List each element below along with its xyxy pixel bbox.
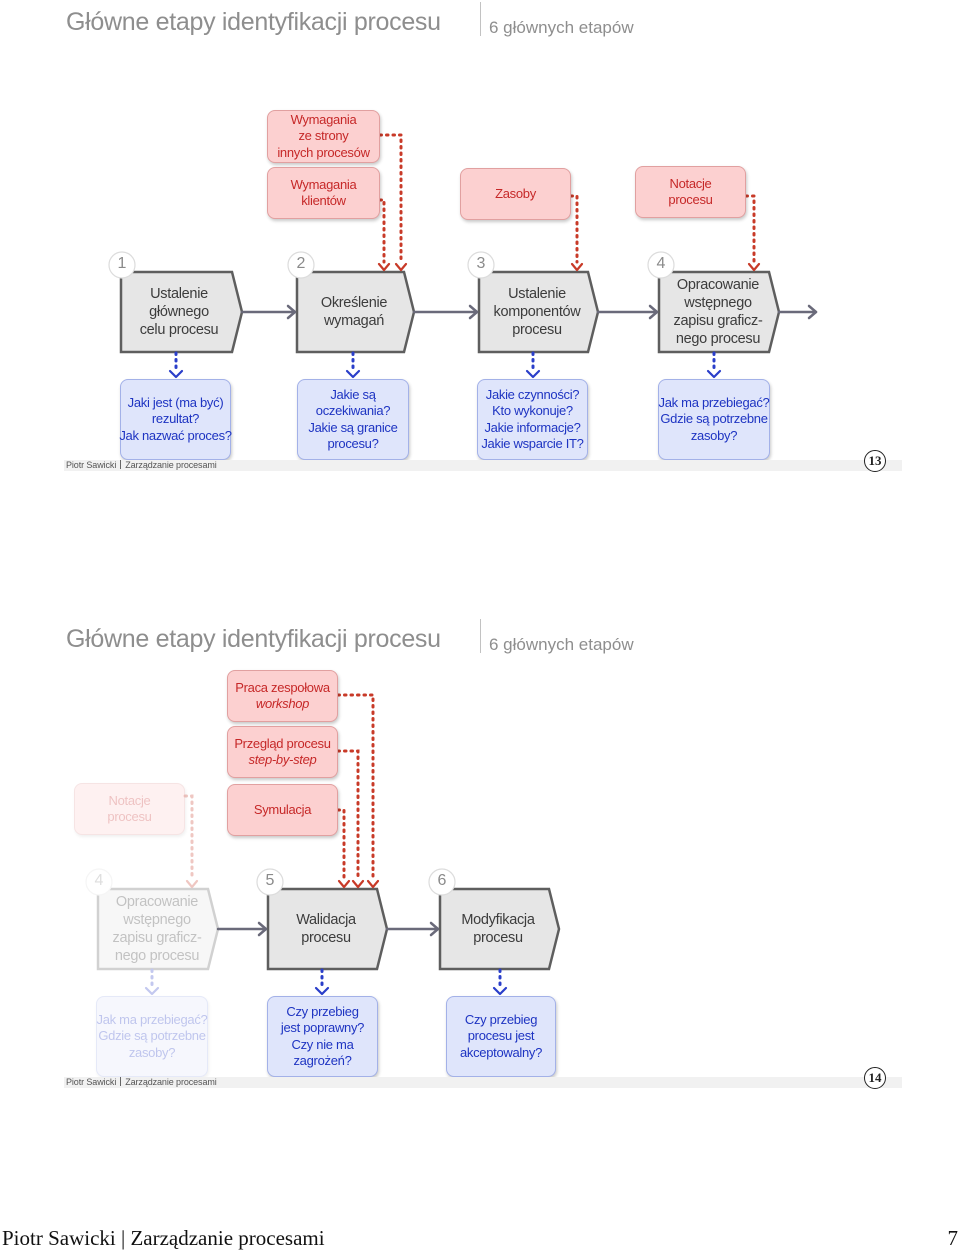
input-box-process-notation: Notacje procesu xyxy=(635,166,746,218)
input-box-simulation: Symulacja xyxy=(227,784,338,836)
footer-author: Piotr Sawicki xyxy=(66,1077,117,1087)
input-box-process-review: Przegląd procesu step-by-step xyxy=(227,726,338,778)
footer-band xyxy=(64,1077,902,1088)
step-5-number: 5 xyxy=(265,872,275,889)
input-connectors xyxy=(336,693,375,881)
step-1-label: Ustalenie głównego celu procesu xyxy=(139,286,219,338)
slide-subtitle: 6 głównych etapów xyxy=(489,18,634,37)
step-connectors xyxy=(216,921,440,937)
step-connectors xyxy=(240,304,818,320)
slide-subtitle: 6 głównych etapów xyxy=(489,635,634,654)
step-4-number: 4 xyxy=(94,872,104,889)
question-box-step-6: Czy przebieg procesu jest akceptowalny? xyxy=(446,996,556,1077)
step-4-label: Opracowanie wstępnego zapisu graficz- ne… xyxy=(112,894,202,964)
slide-footer: Piotr Sawicki Zarządzanie procesami xyxy=(66,1077,217,1087)
slide-title: Główne etapy identyfikacji procesu xyxy=(66,8,441,36)
input-box-process-notation: Notacje procesu xyxy=(74,783,185,835)
flow-diagram-graphics xyxy=(85,693,561,996)
step-2-number: 2 xyxy=(296,255,306,272)
step-2-label: Określenie wymagań xyxy=(320,295,388,329)
question-connectors xyxy=(320,968,502,987)
step-5-label: Walidacja procesu xyxy=(296,912,356,946)
flow-diagram-graphics xyxy=(108,133,818,379)
question-arrowheads xyxy=(168,369,722,379)
step-6-label: Modyfikacja procesu xyxy=(461,912,535,946)
input-box-other-process-requirements: Wymagania ze strony innych procesów xyxy=(267,110,380,163)
page-footer: Piotr Sawicki | Zarządzanie procesami xyxy=(2,1226,325,1250)
faded-step-4-graphics xyxy=(85,794,220,996)
step-4-number-circle xyxy=(85,868,113,896)
question-arrowheads xyxy=(314,986,508,996)
slide-footer: Piotr Sawicki Zarządzanie procesami xyxy=(66,460,217,470)
input-connectors xyxy=(378,133,756,264)
step-3-shape xyxy=(477,270,600,354)
input-box-teamwork: Praca zespołowa workshop xyxy=(227,670,338,722)
step-5-number-circle xyxy=(256,868,284,896)
step-3-number-circle xyxy=(467,251,495,279)
question-connectors xyxy=(174,351,716,370)
footer-course: Zarządzanie procesami xyxy=(125,1077,217,1087)
footer-course: Zarządzanie procesami xyxy=(125,460,217,470)
question-box-step-4: Jak ma przebiegać? Gdzie są potrzebne za… xyxy=(658,379,770,460)
step-4-number: 4 xyxy=(656,255,666,272)
input-box-client-requirements: Wymagania klientów xyxy=(267,167,380,219)
slide-14: Główne etapy identyfikacji procesu 6 głó… xyxy=(0,617,960,1097)
input-arrowheads xyxy=(337,879,380,889)
title-divider xyxy=(480,619,481,653)
question-box-step-2: Jakie są oczekiwania? Jakie są granice p… xyxy=(297,379,409,460)
question-box-step-5: Czy przebieg jest poprawny? Czy nie ma z… xyxy=(267,996,378,1077)
step-4-shape xyxy=(657,270,781,354)
slide-title: Główne etapy identyfikacji procesu xyxy=(66,625,441,653)
slide-number: 13 xyxy=(864,450,886,472)
footer-author: Piotr Sawicki xyxy=(66,460,117,470)
slide-number: 14 xyxy=(864,1067,886,1089)
step-1-shape xyxy=(119,270,244,354)
input-arrowheads xyxy=(377,262,761,272)
slide-13: Główne etapy identyfikacji procesu 6 głó… xyxy=(0,0,960,480)
step-2-number-circle xyxy=(287,251,315,279)
step-3-label: Ustalenie komponentów procesu xyxy=(493,286,581,338)
step-2-shape xyxy=(295,270,416,354)
question-box-step-1: Jaki jest (ma być) rezultat? Jak nazwać … xyxy=(119,379,232,460)
step-1-number: 1 xyxy=(117,255,127,272)
title-divider xyxy=(480,2,481,36)
step-6-shape xyxy=(438,887,561,971)
footer-band xyxy=(64,460,902,471)
input-box-resources: Zasoby xyxy=(460,168,571,220)
question-box-step-3: Jakie czynności? Kto wykonuje? Jakie inf… xyxy=(477,379,588,460)
page-number: 7 xyxy=(947,1226,959,1250)
step-4-shape xyxy=(96,887,220,971)
step-6-number: 6 xyxy=(437,872,447,889)
step-6-number-circle xyxy=(428,868,456,896)
step-4-label: Opracowanie wstępnego zapisu graficz- ne… xyxy=(673,277,763,347)
step-4-number-circle xyxy=(647,251,675,279)
step-5-shape xyxy=(266,887,389,971)
step-3-number: 3 xyxy=(476,255,486,272)
question-box-step-4: Jak ma przebiegać? Gdzie są potrzebne za… xyxy=(96,996,208,1077)
step-1-number-circle xyxy=(108,251,136,279)
